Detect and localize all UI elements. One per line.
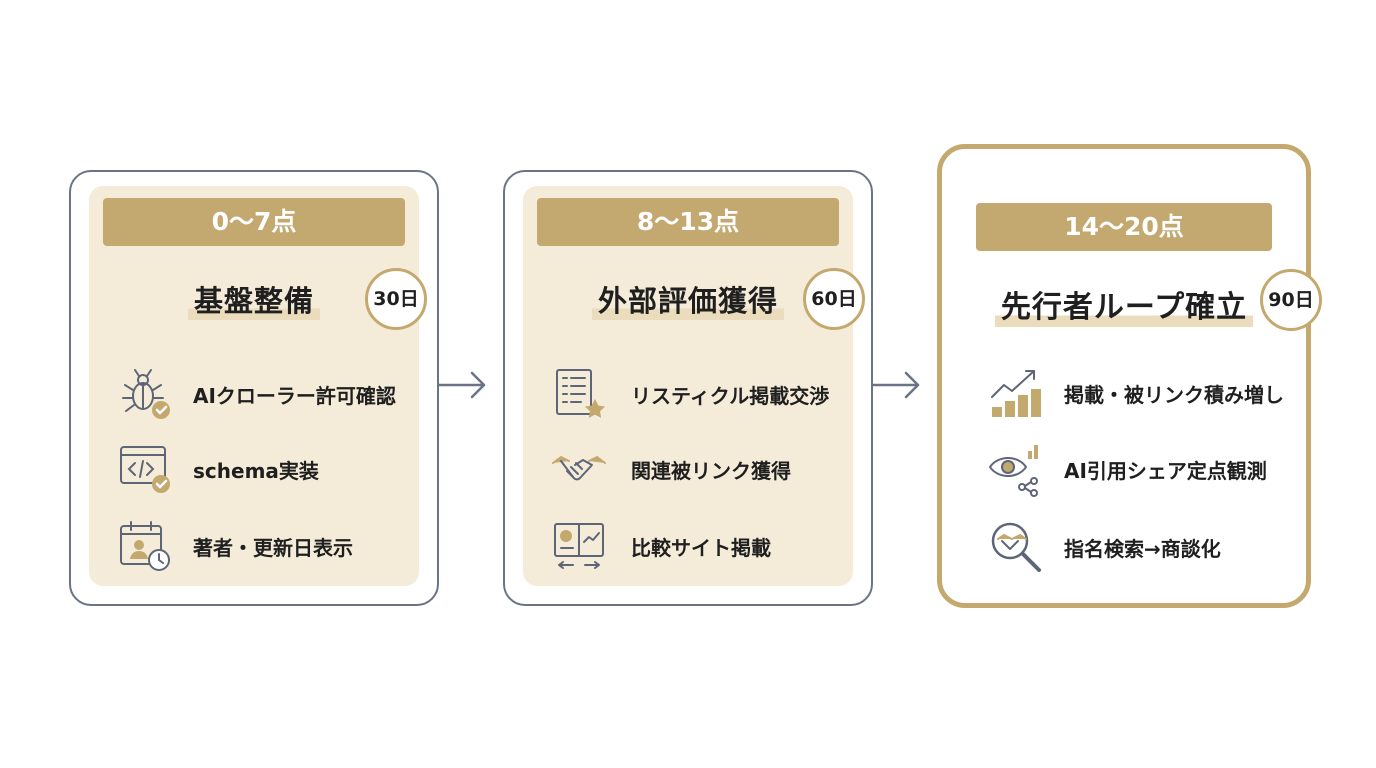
task-item: schema実装: [117, 439, 319, 499]
stage-panel: 0〜7点 基盤整備 AIクローラー許可確認: [89, 186, 419, 586]
duration-badge: 90日: [1260, 269, 1322, 331]
task-item: 著者・更新日表示: [117, 516, 353, 576]
task-item: 指名検索→商談化: [988, 517, 1221, 577]
stage-card-3: 14〜20点 先行者ループ確立 掲載・被リンク積み増し: [937, 144, 1322, 608]
task-item: AIクローラー許可確認: [117, 364, 396, 424]
task-item: 掲載・被リンク積み増し: [988, 363, 1284, 423]
score-range-badge: 14〜20点: [976, 203, 1272, 251]
arrow-right-icon: [438, 371, 486, 399]
task-label: 指名検索→商談化: [1064, 536, 1221, 561]
stage-title: 外部評価獲得: [591, 282, 784, 320]
handshake-search-icon: [988, 519, 1044, 575]
calendar-author-clock-icon: [117, 518, 173, 574]
stage-card-2: 8〜13点 外部評価獲得 リスティクル掲載交渉 関連被リ: [503, 170, 873, 606]
stage-card-1: 0〜7点 基盤整備 AIクローラー許可確認: [69, 170, 439, 606]
task-label: 比較サイト掲載: [631, 535, 771, 560]
task-item: 関連被リンク獲得: [551, 439, 791, 499]
task-label: 関連被リンク獲得: [631, 458, 791, 483]
code-window-check-icon: [117, 441, 173, 497]
arrow-right-icon: [872, 371, 920, 399]
task-label: 著者・更新日表示: [193, 535, 353, 560]
task-label: schema実装: [193, 458, 319, 483]
handshake-icon: [551, 441, 607, 497]
duration-badge: 60日: [803, 268, 865, 330]
task-item: 比較サイト掲載: [551, 516, 771, 576]
stage-panel: 8〜13点 外部評価獲得 リスティクル掲載交渉 関連被リ: [523, 186, 853, 586]
score-range-badge: 0〜7点: [103, 198, 405, 246]
growth-coins-icon: [988, 365, 1044, 421]
eye-share-icon: [988, 441, 1044, 497]
stage-title: 先行者ループ確立: [994, 289, 1254, 327]
score-range-badge: 8〜13点: [537, 198, 839, 246]
list-star-icon: [551, 366, 607, 422]
task-label: リスティクル掲載交渉: [631, 383, 830, 408]
stage-title: 基盤整備: [187, 282, 320, 320]
task-item: リスティクル掲載交渉: [551, 364, 829, 424]
stage-panel: 14〜20点 先行者ループ確立 掲載・被リンク積み増し: [960, 167, 1288, 585]
duration-badge: 30日: [365, 268, 427, 330]
task-label: AI引用シェア定点観測: [1064, 458, 1267, 483]
bug-check-icon: [117, 366, 173, 422]
task-label: AIクローラー許可確認: [193, 383, 396, 408]
task-item: AI引用シェア定点観測: [988, 439, 1267, 499]
task-label: 掲載・被リンク積み増し: [1064, 382, 1284, 407]
comparison-chart-icon: [551, 518, 607, 574]
